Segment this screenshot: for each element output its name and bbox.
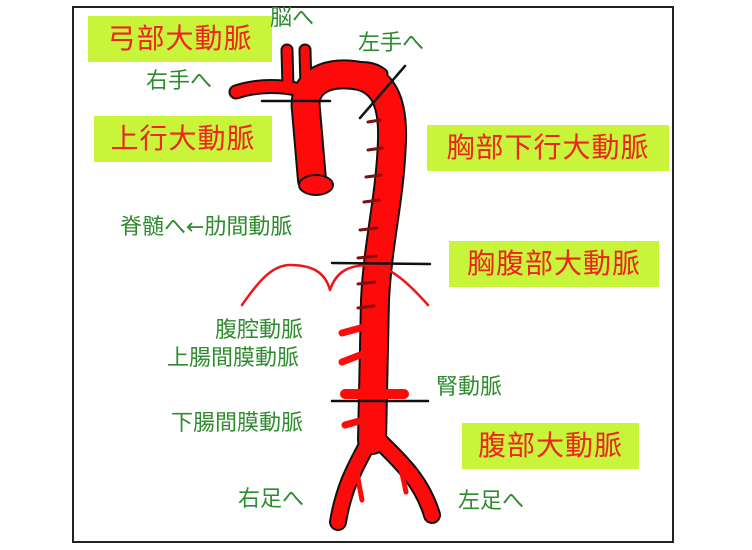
left-iliac-artery (367, 428, 439, 522)
label-thoracoabdominal-aorta: 胸腹部大動脈 (449, 241, 659, 287)
right-carotid-artery (282, 45, 293, 93)
diaphragm (240, 263, 430, 307)
left-internal-iliac (395, 455, 409, 495)
label-to-left-leg: 左足へ (458, 489, 525, 514)
right-internal-iliac (352, 459, 365, 503)
label-to-left-arm: 左手へ (358, 31, 425, 56)
label-sma: 上腸間膜動脈 (167, 346, 300, 371)
divider-arch-descending (358, 64, 407, 120)
label-celiac: 腹腔動脈 (215, 318, 304, 343)
diagram-frame (72, 6, 674, 543)
label-to-brain: 脳へ (270, 6, 315, 31)
label-arch-aorta: 弓部大動脈 (88, 16, 272, 62)
aorta-main (292, 61, 406, 453)
label-ascending-aorta: 上行大動脈 (94, 116, 272, 162)
inferior-mesenteric-artery (341, 414, 374, 429)
superior-mesenteric-artery (338, 348, 372, 366)
label-to-right-leg: 右足へ (238, 487, 305, 512)
celiac-artery (338, 322, 372, 337)
label-abdominal-aorta: 腹部大動脈 (462, 423, 639, 469)
aortic-root (298, 174, 334, 196)
label-to-right-arm: 右手へ (146, 69, 213, 94)
label-thoracic-descending-aorta: 胸部下行大動脈 (427, 125, 669, 171)
right-iliac-artery (331, 428, 379, 529)
label-ima: 下腸間膜動脈 (171, 411, 304, 436)
intercostal-arteries (356, 118, 384, 310)
divider-thoracic-thoracoabdominal (330, 261, 432, 266)
label-renal: 腎動脈 (436, 375, 503, 400)
label-intercostal: 脊髄へ←肋間動脈 (120, 215, 293, 240)
